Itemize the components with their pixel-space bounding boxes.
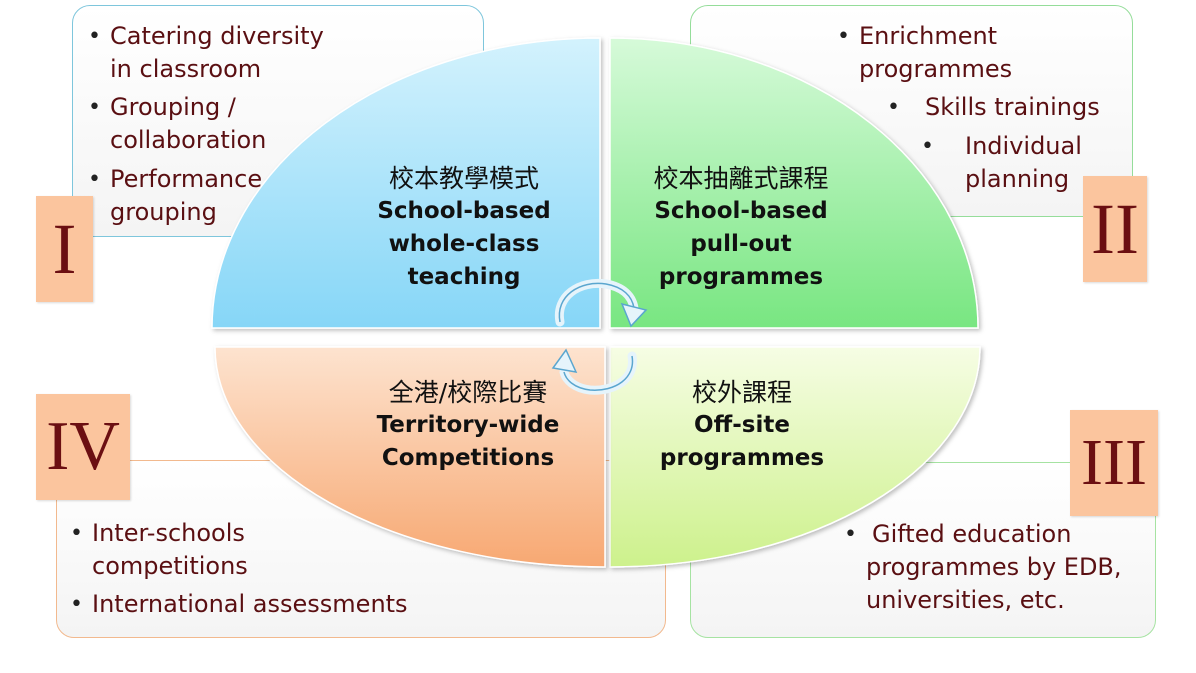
bullet-2-1: • Enrichment programmes bbox=[837, 22, 1013, 83]
quadrant-3-segment bbox=[609, 346, 981, 568]
quadrant-2-title-en-1: School-based bbox=[654, 198, 828, 224]
bullet-3-1: • Gifted education programmes by EDB, un… bbox=[844, 520, 1122, 614]
bullet-dot-icon: • bbox=[88, 24, 101, 49]
bullet-1-1: • Catering diversity in classroom bbox=[88, 22, 324, 83]
quadrant-3-title-en-1: Off-site bbox=[694, 412, 790, 438]
numeral-badge-4: IV bbox=[36, 394, 130, 500]
quadrant-1-title-en-1: School-based bbox=[377, 198, 551, 224]
bullet-dot-icon: • bbox=[844, 522, 857, 547]
numeral-badge-1: I bbox=[36, 196, 93, 302]
bullet-2-3: • Individual planning bbox=[921, 132, 1082, 193]
bullet-4-1: • Inter-schools competitions bbox=[70, 519, 248, 580]
quadrant-4-title-en-2: Competitions bbox=[381, 445, 555, 471]
bullet-2-2: • Skills trainings bbox=[887, 91, 1100, 124]
bullet-1-3: • Performance grouping bbox=[88, 165, 263, 226]
quadrant-1-title-zh: 校本教學模式 bbox=[388, 164, 539, 193]
quadrant-2-title-zh: 校本抽離式課程 bbox=[653, 164, 829, 193]
bullet-4-2: • International assessments bbox=[70, 588, 408, 621]
quadrant-2-segment bbox=[609, 37, 979, 329]
bullet-dot-icon: • bbox=[88, 167, 101, 192]
bullet-dot-icon: • bbox=[70, 521, 83, 546]
numeral-badge-2: II bbox=[1083, 176, 1147, 282]
quadrant-4-title-zh: 全港/校際比賽 bbox=[388, 378, 548, 407]
quadrant-3-title-en-2: programmes bbox=[659, 445, 825, 471]
bullet-dot-icon: • bbox=[88, 95, 101, 120]
bullet-1-2: • Grouping / collaboration bbox=[88, 93, 267, 154]
quadrant-3-label: 校外課程 Off-site programmes bbox=[660, 376, 824, 475]
quadrant-2-title-en-2: pull-out bbox=[690, 231, 792, 257]
bullet-dot-icon: • bbox=[837, 24, 850, 49]
quadrant-4-title-en-1: Territory-wide bbox=[376, 412, 560, 438]
cycle-arrow-top-icon bbox=[554, 278, 648, 328]
quadrant-4-segment bbox=[214, 346, 606, 568]
quadrant-4-label: 全港/校際比賽 Territory-wide Competitions bbox=[377, 376, 560, 475]
quadrant-1-label: 校本教學模式 School-based whole-class teaching bbox=[377, 162, 550, 294]
numeral-badge-3: III bbox=[1070, 410, 1158, 516]
cycle-arrow-bottom-icon bbox=[551, 348, 637, 395]
quadrant-2-title-en-3: programmes bbox=[658, 264, 824, 290]
quadrant-2-label: 校本抽離式課程 School-based pull-out programmes bbox=[653, 162, 828, 294]
bullet-dot-icon: • bbox=[887, 95, 900, 120]
quadrant-3-title-zh: 校外課程 bbox=[691, 378, 792, 407]
bullet-dot-icon: • bbox=[921, 134, 934, 159]
quadrant-1-title-en-2: whole-class bbox=[388, 231, 540, 257]
quadrant-1-title-en-3: teaching bbox=[407, 264, 521, 290]
bullet-dot-icon: • bbox=[70, 592, 83, 617]
quadrant-1-segment bbox=[211, 37, 601, 329]
